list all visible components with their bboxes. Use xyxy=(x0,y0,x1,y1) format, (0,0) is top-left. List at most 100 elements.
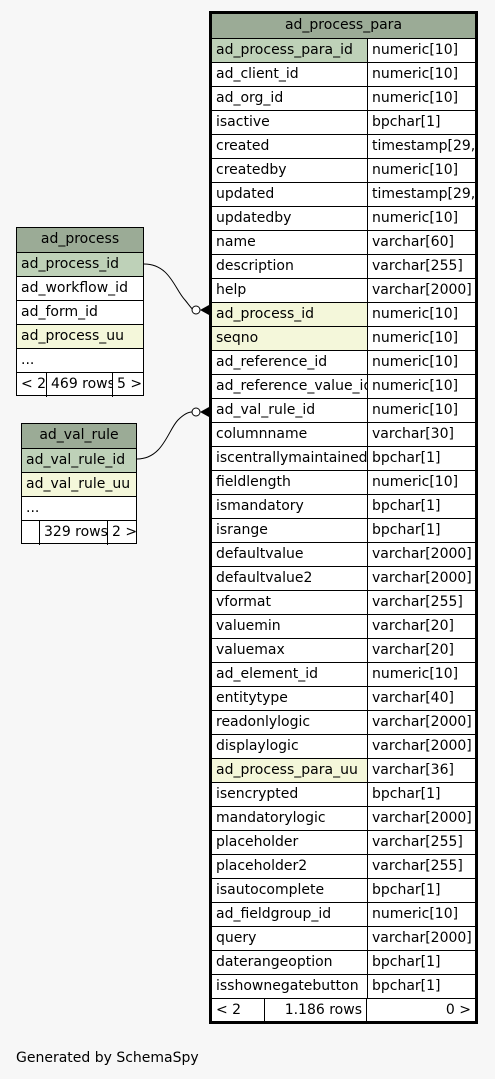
column-row[interactable]: ... xyxy=(22,496,136,520)
column-name: name xyxy=(216,234,256,250)
column-row[interactable]: daterangeoption bpchar[1] xyxy=(212,950,475,975)
footer-prev-link[interactable]: < 2 xyxy=(21,376,46,392)
column-name: ad_process_para_id xyxy=(216,42,353,58)
column-row[interactable]: ad_form_id xyxy=(17,300,143,324)
column-type: numeric[10] xyxy=(367,399,475,423)
table-header: ad_val_rule xyxy=(22,424,136,448)
column-row[interactable]: defaultvalue varchar[2000] xyxy=(212,542,475,567)
column-type: numeric[10] xyxy=(367,39,475,63)
column-type: numeric[10] xyxy=(367,87,475,111)
footer-prev-link[interactable]: < 2 xyxy=(216,1002,242,1018)
column-name: defaultvalue xyxy=(216,546,304,562)
table-header: ad_process_para xyxy=(212,14,475,38)
column-type: varchar[2000] xyxy=(367,543,475,567)
column-type: bpchar[1] xyxy=(367,495,475,519)
column-name: valuemax xyxy=(216,642,285,658)
column-name: updatedby xyxy=(216,210,292,226)
column-type: numeric[10] xyxy=(367,471,475,495)
column-name: placeholder2 xyxy=(216,858,308,874)
column-row[interactable]: ... xyxy=(17,348,143,372)
column-type: varchar[40] xyxy=(367,687,475,711)
column-type: varchar[2000] xyxy=(367,735,475,759)
column-type: numeric[10] xyxy=(367,63,475,87)
column-name: ad_reference_id xyxy=(216,354,328,370)
column-name: ... xyxy=(26,500,40,516)
column-name: valuemin xyxy=(216,618,281,634)
ad-val-rule-relation-crowfoot-marker xyxy=(200,407,209,417)
column-name: ... xyxy=(21,352,35,368)
column-type: numeric[10] xyxy=(367,159,475,183)
column-name: ad_form_id xyxy=(21,304,98,320)
column-name: help xyxy=(216,282,247,298)
column-type: varchar[255] xyxy=(367,831,475,855)
column-name: ad_process_id xyxy=(21,256,120,272)
column-name: readonlylogic xyxy=(216,714,311,730)
column-name: isencrypted xyxy=(216,786,299,802)
generated-by-label: Generated by SchemaSpy xyxy=(16,1050,199,1066)
footer-next-link[interactable]: 0 > xyxy=(366,999,475,1023)
column-row[interactable]: ad_process_id xyxy=(17,252,143,276)
column-name: query xyxy=(216,930,257,946)
column-row[interactable]: ad_process_uu xyxy=(17,324,143,348)
column-row[interactable]: ad_val_rule_id xyxy=(22,448,136,472)
column-row[interactable]: ad_process_para_id numeric[10] xyxy=(212,38,475,63)
column-type: varchar[30] xyxy=(367,423,475,447)
column-name: entitytype xyxy=(216,690,288,706)
footer-next-link[interactable]: 2 > xyxy=(107,521,136,545)
column-name: ad_fieldgroup_id xyxy=(216,906,332,922)
column-row[interactable]: ad_reference_id numeric[10] xyxy=(212,350,475,375)
column-type: bpchar[1] xyxy=(367,951,475,975)
column-row[interactable]: entitytype varchar[40] xyxy=(212,686,475,711)
column-row[interactable]: ad_val_rule_uu xyxy=(22,472,136,496)
column-name: daterangeoption xyxy=(216,954,333,970)
column-row[interactable]: ad_workflow_id xyxy=(17,276,143,300)
column-type: varchar[36] xyxy=(367,759,475,783)
footer-row-count: 1.186 rows xyxy=(264,999,366,1023)
footer-next-link[interactable]: 5 > xyxy=(112,373,143,397)
column-type: varchar[2000] xyxy=(367,567,475,591)
column-type: numeric[10] xyxy=(367,351,475,375)
